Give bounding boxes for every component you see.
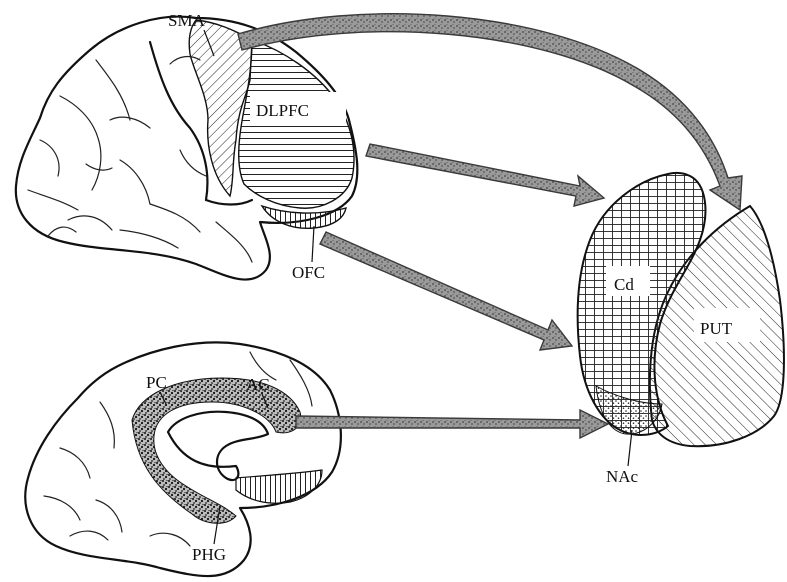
- dlpfc-region: [239, 40, 354, 208]
- label-sma: SMA: [168, 11, 206, 30]
- medial-brain-view: [25, 342, 341, 576]
- arrow-ofc-to-striatum: [320, 232, 572, 350]
- parahippocampal-region: [236, 470, 322, 503]
- label-ac: AC: [246, 375, 270, 394]
- arrow-ac-to-nac: [296, 410, 608, 438]
- arrow-dlpfc-to-caudate: [366, 144, 604, 206]
- label-cd: Cd: [614, 275, 634, 294]
- label-ofc: OFC: [292, 263, 325, 282]
- label-pc: PC: [146, 373, 167, 392]
- label-phg: PHG: [192, 545, 226, 564]
- ofc-region: [262, 206, 346, 228]
- striatum: [578, 173, 784, 446]
- lateral-brain-view: [16, 17, 358, 280]
- label-dlpfc: DLPFC: [256, 101, 309, 120]
- label-nac: NAc: [606, 467, 639, 486]
- label-put: PUT: [700, 319, 733, 338]
- medial-brain-outline: [25, 342, 341, 576]
